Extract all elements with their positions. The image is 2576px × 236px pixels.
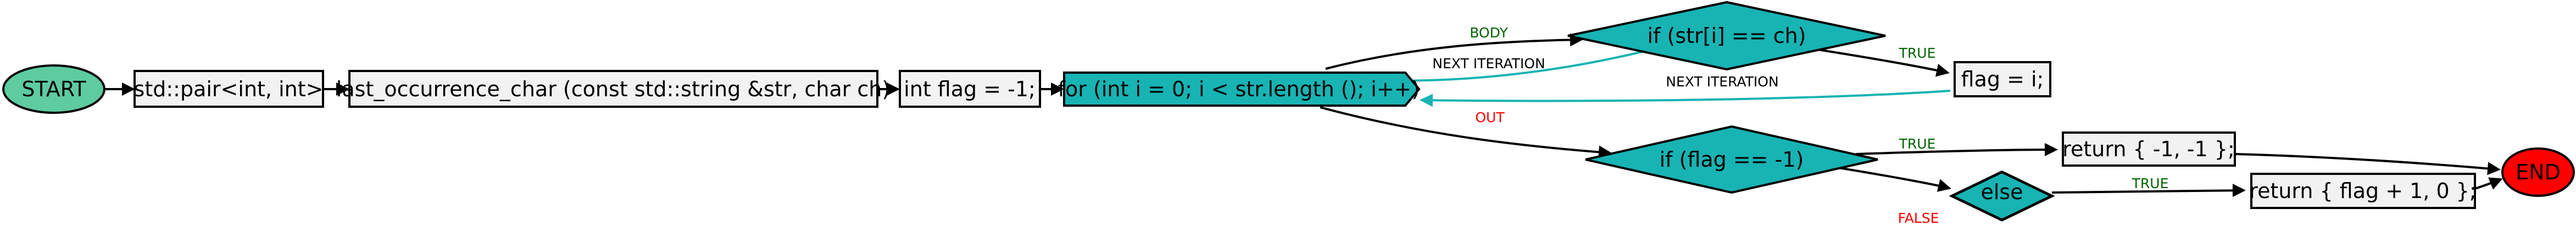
node-flag-init[interactable]: int flag = -1; — [899, 70, 1041, 108]
node-else[interactable]: else — [1949, 170, 2055, 222]
edge-return-flag-to-end — [2474, 177, 2503, 190]
node-flag-assign-label: flag = i; — [1961, 67, 2044, 91]
node-return-flag-label: return { flag + 1, 0 }; — [2249, 179, 2476, 203]
node-start-label: START — [21, 77, 86, 101]
node-flag-init-label: int flag = -1; — [904, 77, 1036, 101]
edge-label-true-2: TRUE — [1899, 136, 1936, 152]
edge-label-true-3: TRUE — [2132, 175, 2169, 191]
edge-if-flag-to-return-neg — [1855, 143, 2058, 157]
node-if-match[interactable]: if (str[i] == ch) — [1567, 1, 1886, 71]
edge-for-to-if-match — [1325, 33, 1583, 70]
node-if-flag-label: if (flag == -1) — [1660, 147, 1804, 172]
node-if-match-label: if (str[i] == ch) — [1647, 24, 1806, 48]
node-function-label: last_occurrence_char (const std::string … — [336, 77, 890, 101]
edge-label-true-1: TRUE — [1899, 45, 1936, 61]
edge-return-neg-to-end — [2234, 153, 2501, 175]
node-pair[interactable]: std::pair<int, int> — [133, 70, 324, 108]
node-end-label: END — [2516, 160, 2561, 184]
edge-flag-assign-to-for — [1420, 90, 1951, 107]
node-end[interactable]: END — [2501, 147, 2575, 197]
node-start[interactable]: START — [2, 64, 105, 114]
node-function[interactable]: last_occurrence_char (const std::string … — [336, 70, 890, 108]
edge-label-false-1: FALSE — [1898, 210, 1939, 226]
node-return-neg-label: return { -1, -1 }; — [2062, 137, 2235, 161]
edge-if-match-to-flag-assign — [1817, 48, 1950, 77]
edge-for-to-if-flag — [1320, 106, 1612, 159]
edge-label-out: OUT — [1475, 109, 1505, 125]
node-return-neg[interactable]: return { -1, -1 }; — [2062, 131, 2236, 167]
node-flag-assign[interactable]: flag = i; — [1954, 61, 2051, 97]
node-return-flag[interactable]: return { flag + 1, 0 }; — [2249, 173, 2477, 209]
edge-label-body: BODY — [1470, 25, 1508, 41]
edge-label-next-iteration-2: NEXT ITERATION — [1666, 74, 1778, 90]
node-if-flag[interactable]: if (flag == -1) — [1585, 125, 1878, 194]
edge-else-to-return-flag — [2051, 184, 2246, 197]
node-pair-label: std::pair<int, int> — [134, 77, 324, 101]
edge-label-next-iteration-1: NEXT ITERATION — [1432, 56, 1545, 72]
node-for-loop-label: for (int i = 0; i < str.length (); i++) — [1058, 77, 1420, 101]
node-for-loop[interactable]: for (int i = 0; i < str.length (); i++) — [1058, 72, 1421, 107]
node-else-label: else — [1980, 180, 2023, 204]
edge-if-flag-to-else — [1828, 165, 1951, 192]
